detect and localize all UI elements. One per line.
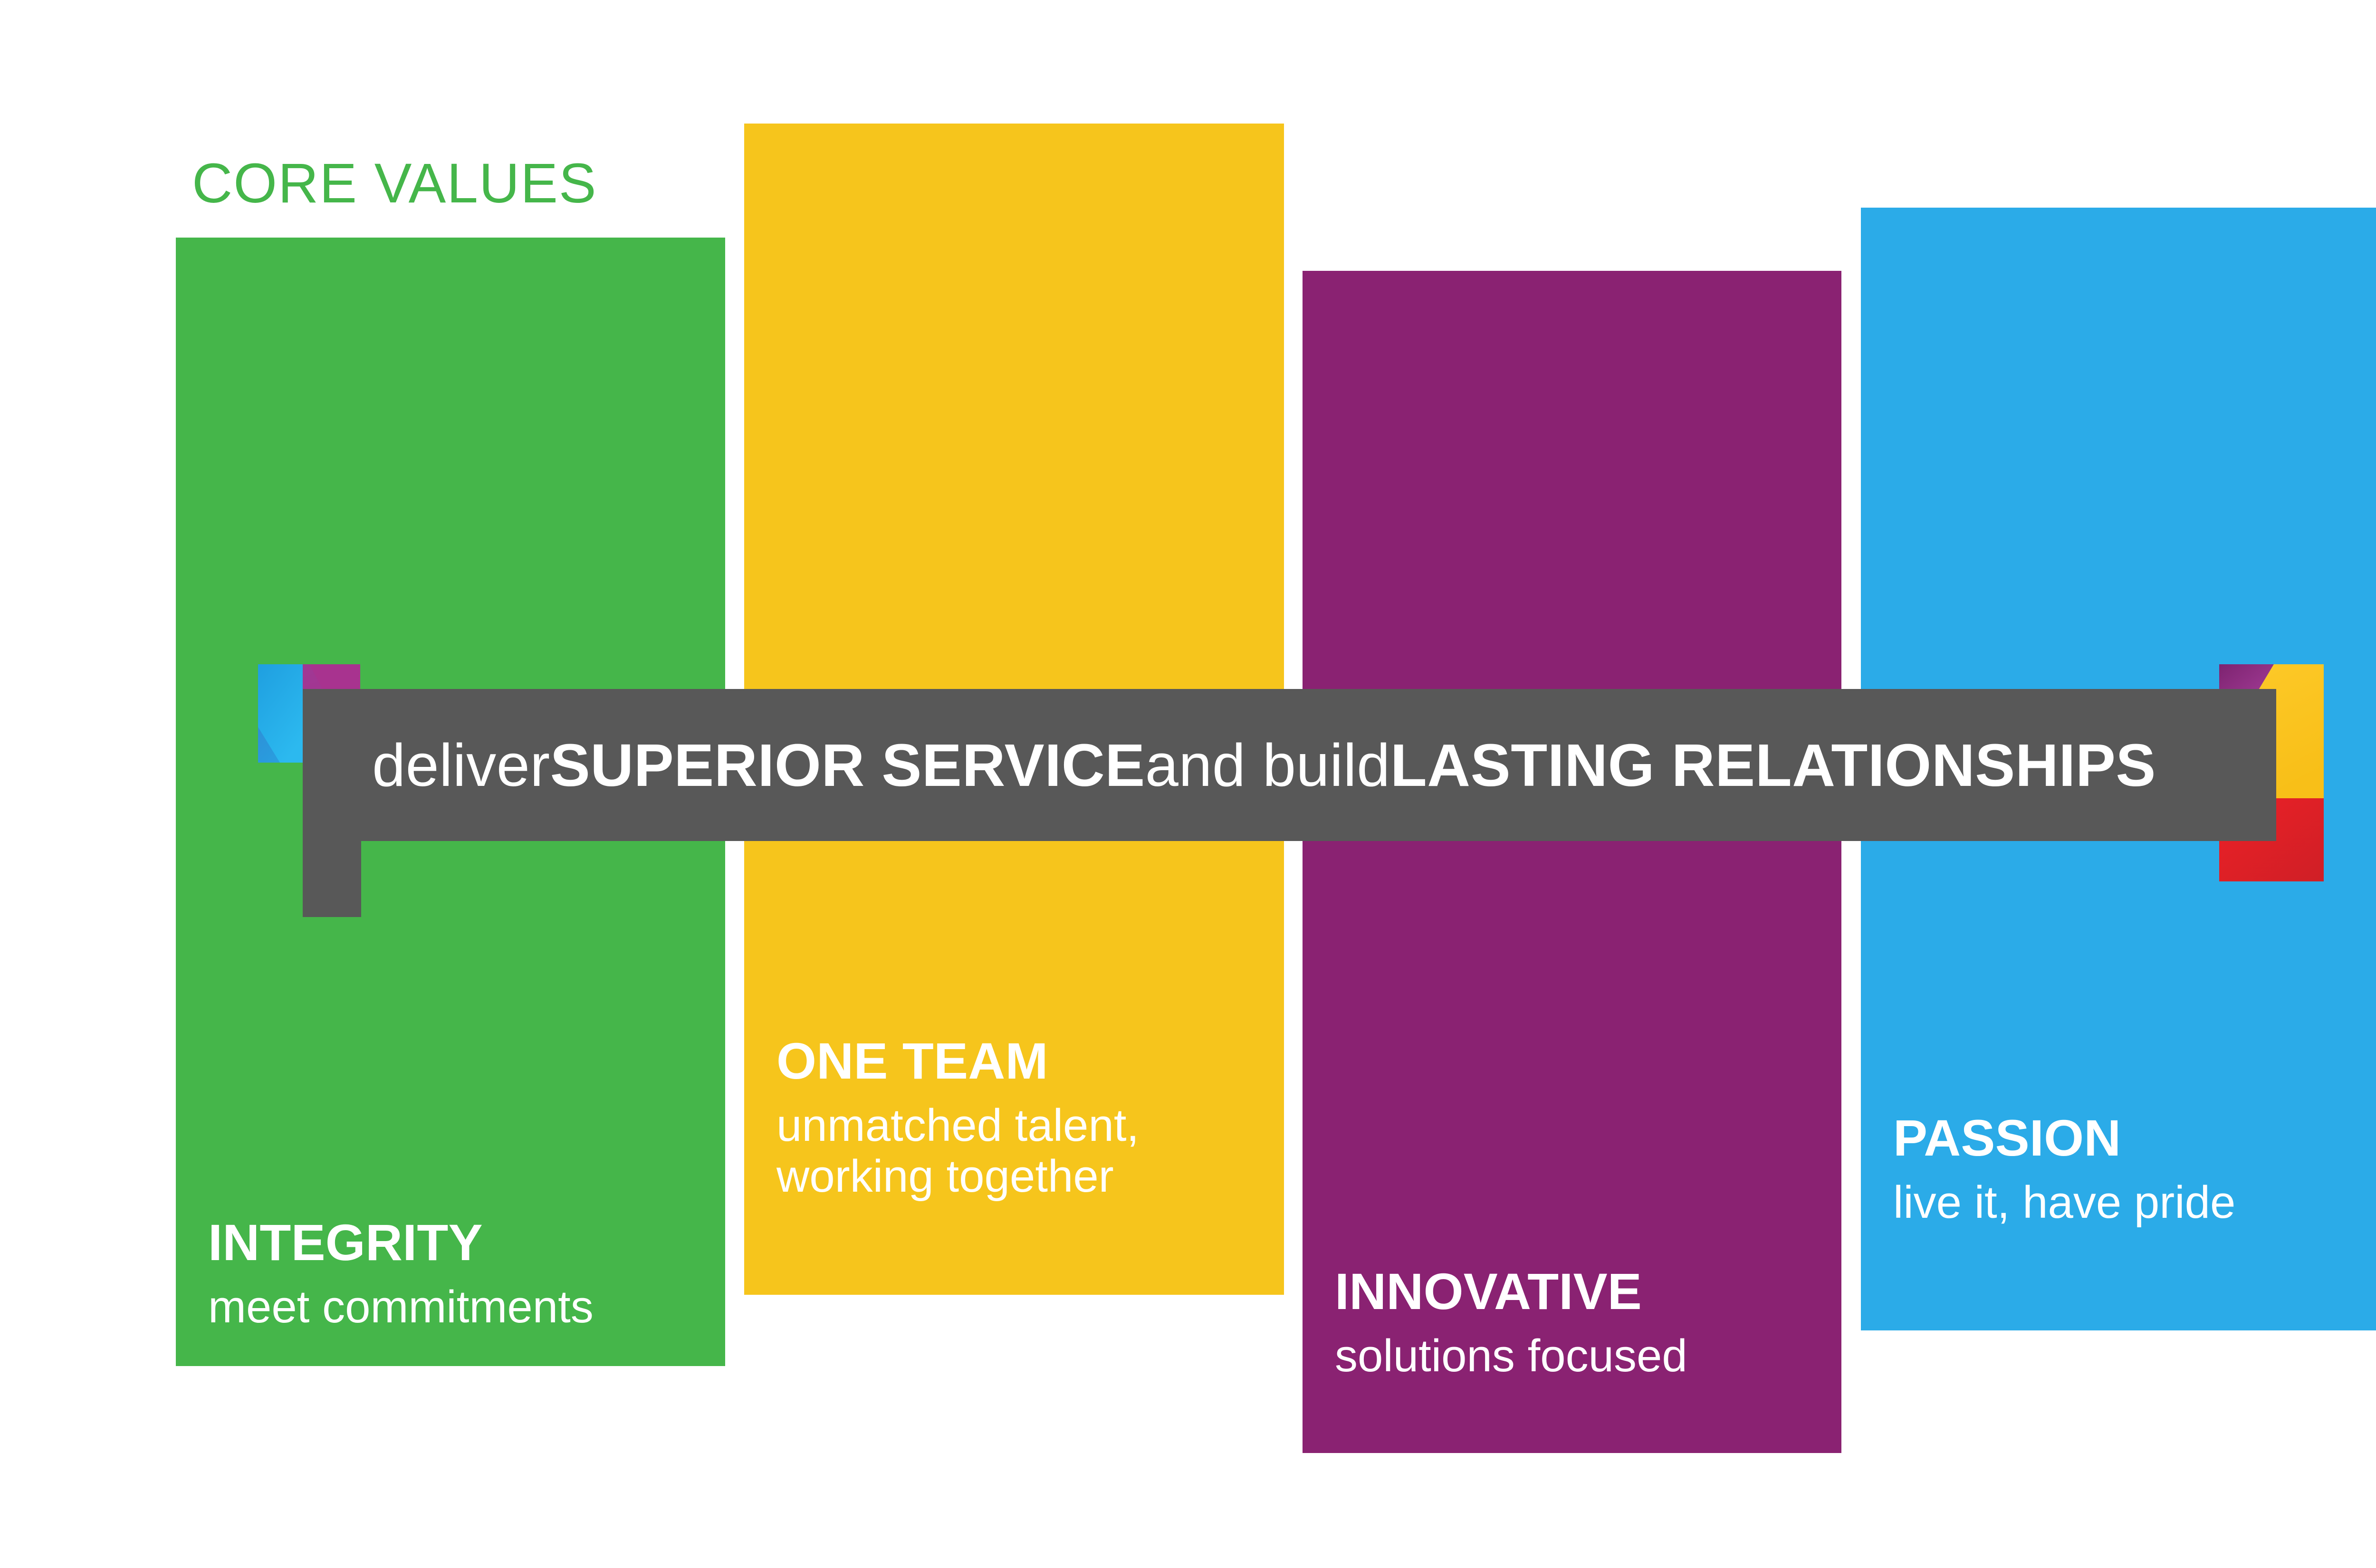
column-innovative-text: INNOVATIVE solutions focused	[1303, 1266, 1841, 1382]
column-integrity-subtitle: meet commitments	[208, 1281, 594, 1333]
column-one-team-subtitle: unmatched talent,working together	[776, 1100, 1140, 1202]
ribbon-text: deliver SUPERIOR SERVICE and build LASTI…	[304, 689, 2224, 841]
column-innovative: INNOVATIVE solutions focused	[1303, 271, 1841, 1453]
column-passion-subtitle: live it, have pride	[1893, 1177, 2236, 1228]
ribbon-text-part: and build	[1145, 731, 1390, 799]
ribbon-text-part: deliver	[372, 731, 550, 799]
column-passion-title: PASSION	[1893, 1109, 2121, 1167]
column-innovative-title: INNOVATIVE	[1335, 1262, 1642, 1320]
column-passion-text: PASSION live it, have pride	[1861, 1112, 2376, 1228]
ribbon-text-part: SUPERIOR SERVICE	[550, 731, 1145, 799]
core-values-heading: CORE VALUES	[192, 152, 597, 215]
column-one-team-text: ONE TEAM unmatched talent,working togeth…	[744, 1035, 1284, 1202]
ribbon-text-part: LASTING RELATIONSHIPS	[1390, 731, 2156, 799]
column-integrity-text: INTEGRITY meet commitments	[176, 1217, 725, 1333]
column-innovative-subtitle: solutions focused	[1335, 1330, 1687, 1382]
column-one-team-title: ONE TEAM	[776, 1032, 1048, 1090]
column-integrity-title: INTEGRITY	[208, 1214, 483, 1272]
